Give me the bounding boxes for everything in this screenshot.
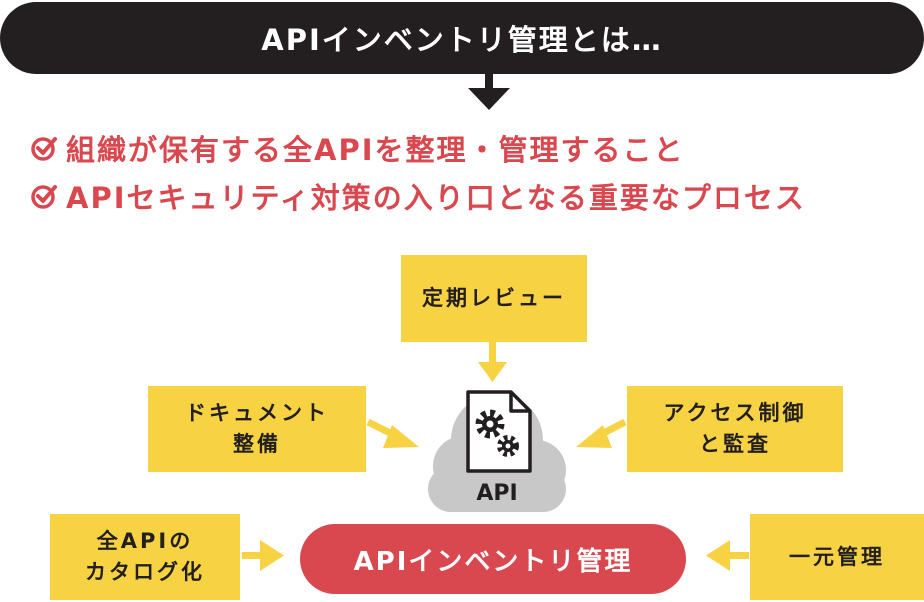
bullet-item: 組織が保有する全APIを整理・管理すること [30,124,806,172]
down-arrow-icon [468,74,510,110]
node-regular-review: 定期レビュー [401,255,587,342]
arrow-icon [242,342,749,571]
bullet-item: APIセキュリティ対策の入り口となる重要なプロセス [30,172,806,220]
bullet-text: APIセキュリティ対策の入り口となる重要なプロセス [66,181,806,215]
center-api-label: API [476,481,517,506]
title-text: APIインベントリ管理とは… [261,23,663,57]
check-icon [31,137,57,161]
api-document-gear-icon [466,390,532,473]
core-api-inventory-management: APIインベントリ管理 [300,524,686,594]
node-access-control-audit: アクセス制御 と監査 [627,386,843,472]
bullet-text: 組織が保有する全APIを整理・管理すること [66,133,685,167]
node-api-catalog: 全APIの カタログ化 [50,514,240,600]
core-label: APIインベントリ管理 [353,546,633,577]
node-documentation: ドキュメント 整備 [148,386,366,472]
bullet-list: 組織が保有する全APIを整理・管理すること APIセキュリティ対策の入り口となる… [30,124,806,220]
check-icon [31,185,57,209]
title-banner: APIインベントリ管理とは… [0,2,924,74]
node-unified-management: 一元管理 [750,514,924,600]
